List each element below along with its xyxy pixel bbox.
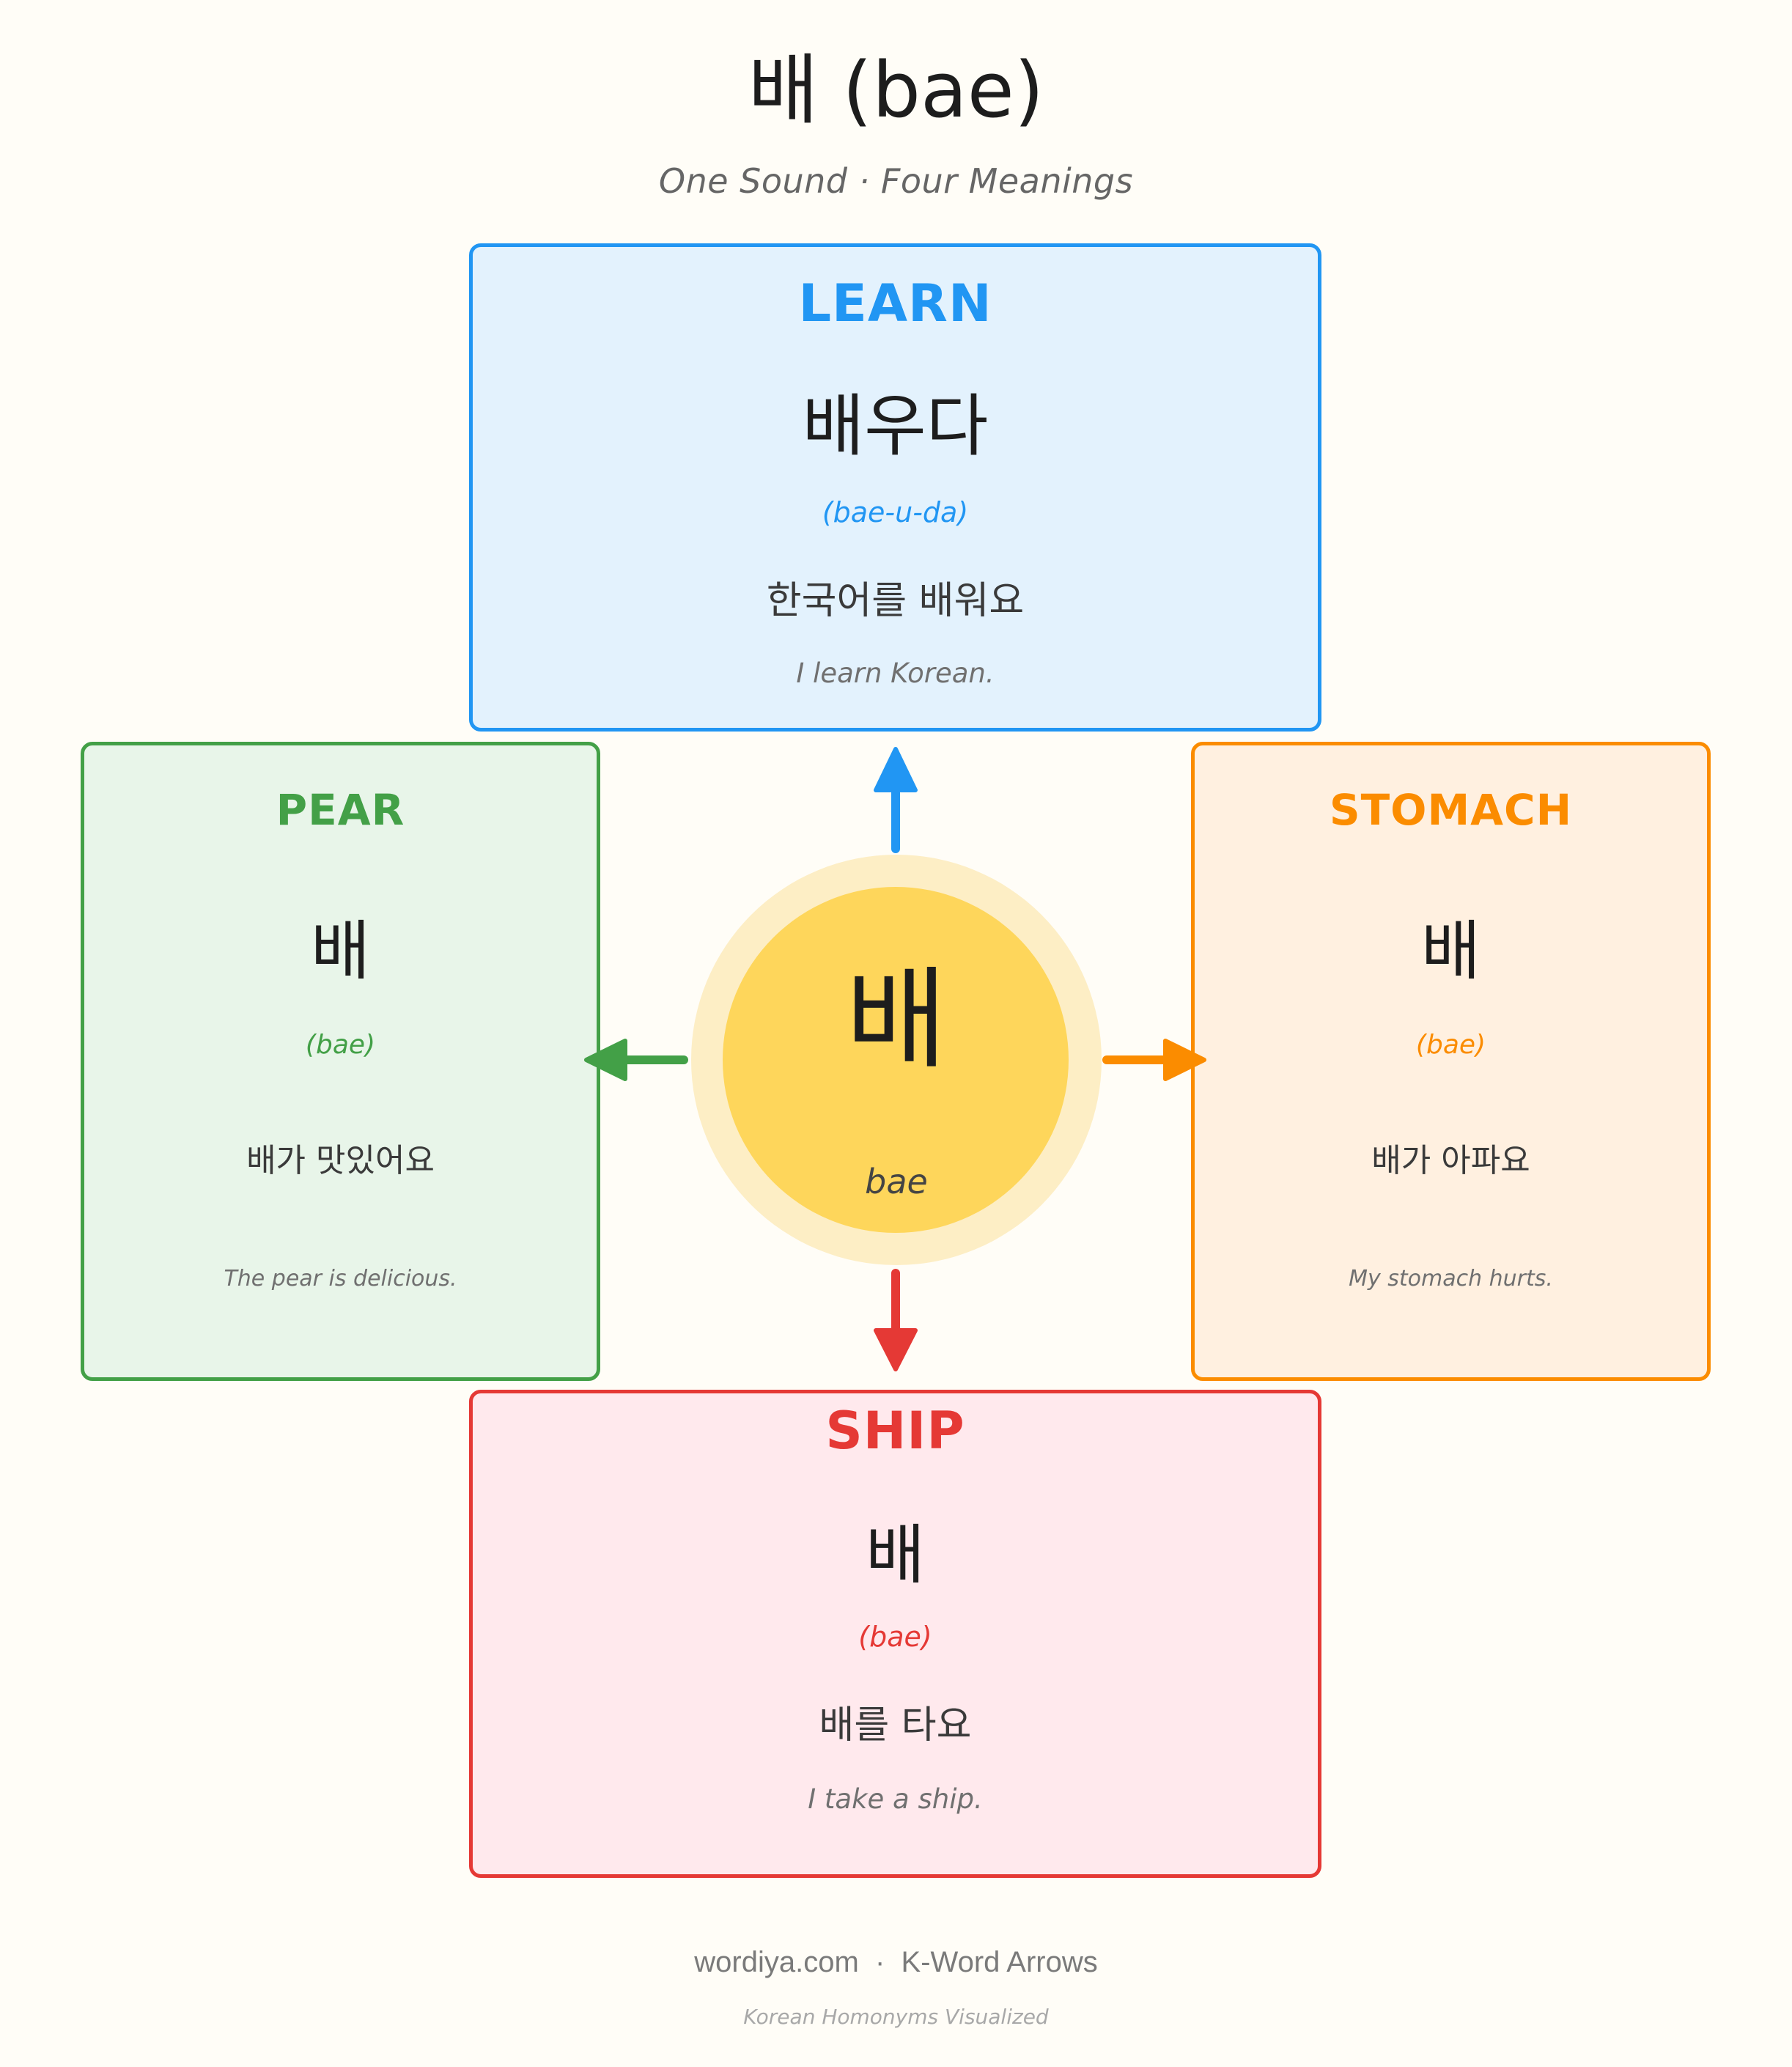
card-stomach-example: 배가 아파요 <box>1371 1142 1530 1179</box>
card-stomach-korean: 배 <box>1421 913 1481 989</box>
card-ship-example: 배를 타요 <box>819 1703 972 1747</box>
card-learn-korean: 배우다 <box>802 387 989 465</box>
page-subtitle: One Sound · Four Meanings <box>658 161 1134 201</box>
card-learn: LEARN 배우다 (bae-u-da) 한국어를 배워요 I learn Ko… <box>469 243 1321 732</box>
card-learn-example: 한국어를 배워요 <box>766 579 1025 623</box>
footer-tagline: Korean Homonyms Visualized <box>743 2005 1049 2029</box>
card-pear-meaning: PEAR <box>276 785 405 835</box>
card-pear-translation: The pear is delicious. <box>224 1266 457 1292</box>
arrow-down-ship <box>874 1269 918 1371</box>
card-stomach: STOMACH 배 (bae) 배가 아파요 My stomach hurts. <box>1191 742 1711 1381</box>
card-ship-meaning: SHIP <box>825 1401 965 1461</box>
card-ship-translation: I take a ship. <box>808 1783 983 1815</box>
footer-credit: wordiya.com · K-Word Arrows <box>694 1946 1098 1978</box>
card-ship-korean: 배 <box>866 1517 925 1593</box>
page-title: 배 (bae) <box>748 45 1044 135</box>
card-learn-translation: I learn Korean. <box>796 657 995 689</box>
card-learn-romanization: (bae-u-da) <box>822 496 969 528</box>
arrow-left-pear <box>584 1039 688 1081</box>
hub-romanization: bae <box>865 1162 928 1201</box>
arrow-right-stomach <box>1102 1039 1206 1081</box>
card-ship: SHIP 배 (bae) 배를 타요 I take a ship. <box>469 1390 1321 1878</box>
hub-word: 배 <box>845 957 947 1084</box>
arrow-up-learn <box>874 747 918 853</box>
card-ship-romanization: (bae) <box>858 1621 932 1653</box>
card-stomach-translation: My stomach hurts. <box>1349 1266 1553 1292</box>
card-stomach-romanization: (bae) <box>1415 1030 1486 1060</box>
card-learn-meaning: LEARN <box>798 273 992 334</box>
card-stomach-meaning: STOMACH <box>1329 785 1573 835</box>
card-pear-example: 배가 맛있어요 <box>246 1142 435 1179</box>
card-pear-korean: 배 <box>311 913 370 989</box>
card-pear-romanization: (bae) <box>305 1030 376 1060</box>
hub-circle <box>723 887 1069 1233</box>
